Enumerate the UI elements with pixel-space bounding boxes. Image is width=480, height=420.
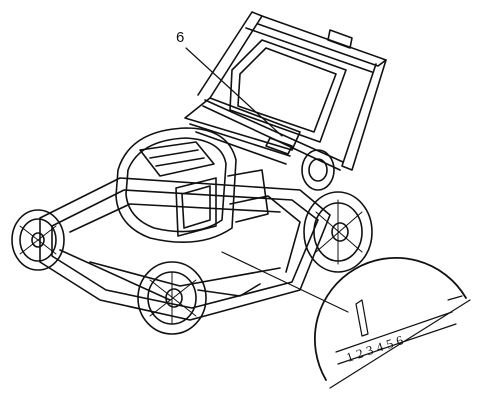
wheel-rear-right <box>303 191 373 273</box>
wheel-rear-left <box>301 149 335 191</box>
battery-housing <box>115 127 269 243</box>
grass-bag-console <box>184 97 301 165</box>
wheel-front-right <box>137 261 207 335</box>
detail-leader <box>221 251 349 313</box>
mower-deck <box>39 177 331 321</box>
callout-6-label: 6 <box>176 29 184 46</box>
height-scale-numbers: 123456 <box>344 331 409 365</box>
wheel-front-left <box>11 209 65 271</box>
height-scale-detail <box>314 257 471 389</box>
callout-6 <box>185 47 283 137</box>
